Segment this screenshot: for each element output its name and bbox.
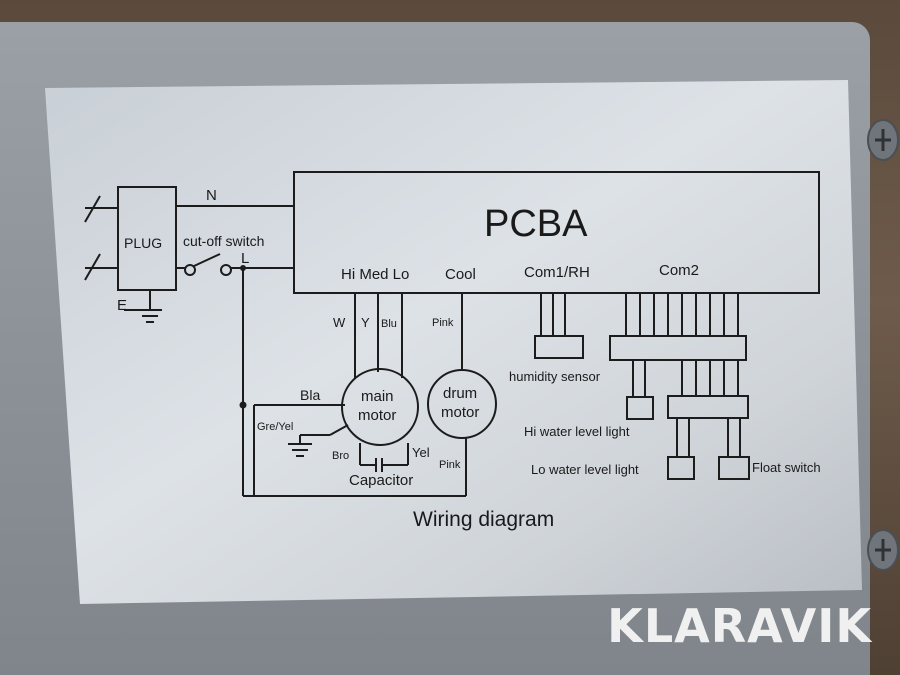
n-label: N xyxy=(206,187,217,204)
wire-w-label: W xyxy=(333,315,346,330)
com1-label: Com1/RH xyxy=(524,264,590,281)
lo-water-level-light-label: Lo water level light xyxy=(531,462,639,477)
wire-yel-label: Yel xyxy=(412,445,430,460)
screw-icon xyxy=(867,529,899,571)
l-label: L xyxy=(241,250,249,267)
drum-motor-label-2: motor xyxy=(441,404,479,421)
wire-y-label: Y xyxy=(361,315,370,330)
klaravik-watermark-logo: KLARAVIK xyxy=(607,599,872,653)
wire-pink-bottom-label: Pink xyxy=(439,459,461,471)
float-switch-box xyxy=(718,456,750,480)
hi-med-lo-label: Hi Med Lo xyxy=(341,266,409,283)
hi-water-light-box xyxy=(626,396,654,420)
hi-water-level-light-label: Hi water level light xyxy=(524,424,630,439)
main-motor-label-1: main xyxy=(361,388,394,405)
humidity-sensor-box xyxy=(534,335,584,359)
wire-gre-yel-label: Gre/Yel xyxy=(257,421,293,433)
pcba-label: PCBA xyxy=(484,203,588,245)
drum-motor-label-1: drum xyxy=(443,385,477,402)
float-switch-label: Float switch xyxy=(752,460,821,475)
capacitor-label: Capacitor xyxy=(349,472,413,489)
wire-blu-label: Blu xyxy=(381,318,397,330)
main-motor-circle xyxy=(341,368,419,446)
junction-dot xyxy=(239,401,247,409)
main-motor-label-2: motor xyxy=(358,407,396,424)
com2-connector xyxy=(609,335,747,361)
cutoff-switch-label: cut-off switch xyxy=(183,233,264,249)
cool-label: Cool xyxy=(445,266,476,283)
junction-dot xyxy=(240,265,246,271)
screw-icon xyxy=(867,119,899,161)
com2-label: Com2 xyxy=(659,262,699,279)
wire-pink-top-label: Pink xyxy=(432,317,454,329)
e-label: E xyxy=(117,297,127,314)
humidity-sensor-label: humidity sensor xyxy=(509,369,601,384)
drum-motor-circle xyxy=(427,369,497,439)
sticker-background xyxy=(45,80,862,604)
pcba-box xyxy=(293,171,820,294)
wire-bro-label: Bro xyxy=(332,450,349,462)
plug-box xyxy=(117,186,177,291)
secondary-connector xyxy=(667,395,749,419)
wiring-diagram-title: Wiring diagram xyxy=(413,508,554,531)
plug-label: PLUG xyxy=(124,235,162,251)
wire-bla-label: Bla xyxy=(300,387,320,403)
lo-water-light-box xyxy=(667,456,695,480)
